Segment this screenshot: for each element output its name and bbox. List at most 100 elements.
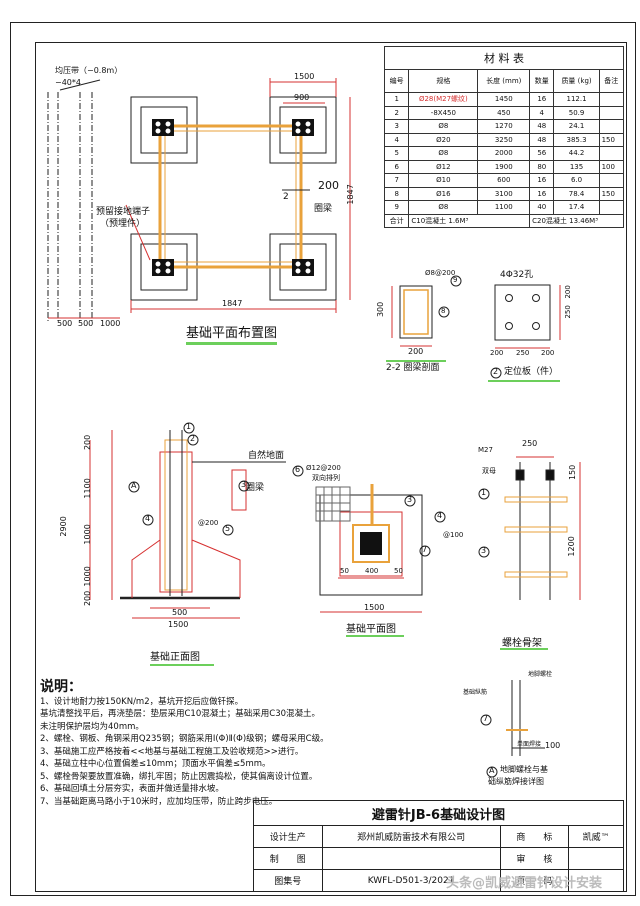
notes-block: 说明： 1、设计地耐力按150KN/m2，基坑开挖后应做钎探。 基坑清整找平后，…	[40, 680, 370, 808]
plan-dim-top: 1500	[294, 72, 315, 81]
note-line: 未注明保护层均为40mm。	[40, 721, 144, 732]
pad-tl	[130, 96, 198, 164]
elev-c5: 5	[225, 524, 231, 533]
plan-title: 基础平面布置图	[186, 326, 278, 345]
elev-ground: 自然地面	[248, 451, 285, 461]
mat-total-row: 合计 C10混凝土 1.6M³ C20混凝土 13.46M³	[383, 213, 624, 228]
detail-long-rebar: 基础纵筋	[463, 689, 488, 696]
fplan-c4: 4	[437, 511, 443, 520]
detail-num: 7	[483, 714, 489, 723]
note-line: 基坑清整找平后，再浇垫层：垫层采用C10混凝土；基础采用C30混凝土。	[40, 709, 321, 719]
note-line: 6、基础回填土分层夯实，表面并做适量排水坡。	[40, 784, 224, 794]
fplan-dim-50b: 50	[394, 567, 403, 575]
title-block: 避雷针JB-6基础设计图 设计生产 郑州凯威防雷技术有限公司 商 标 凯威™ 制…	[253, 800, 624, 892]
bolt-dim-1200: 1200	[566, 536, 576, 557]
detail-caption1: 地脚螺栓与基	[500, 765, 548, 774]
drawing-inner-frame	[35, 42, 627, 892]
plan-dim-200: 200	[318, 179, 339, 192]
sec22-rebar: Ø8@200	[425, 269, 456, 277]
fplan-rebar-sub: 双向排列	[312, 474, 340, 482]
plan-dim-bottom: 1847	[222, 299, 243, 308]
detail-anchor-bolt: 地脚螺栓	[528, 671, 553, 678]
mat-h-qty: 数量	[529, 69, 555, 93]
elev-dim-1500: 1500	[168, 620, 189, 629]
detail-caption2: 础纵筋焊接详图	[488, 777, 544, 786]
tb-review-label: 审 核	[499, 847, 570, 870]
bolt-c1: 1	[481, 488, 487, 497]
materials-title: 材 料 表	[384, 46, 624, 70]
ground-strip-spec: −40*4	[55, 78, 81, 87]
fplan-title: 基础平面图	[346, 624, 396, 635]
detail-cap-a: A	[489, 766, 495, 775]
plate-detail	[488, 284, 561, 382]
note-line: 2、螺栓、钢板、角钢采用Q235钢；钢筋采用Ⅰ(Φ)Ⅱ(Φ)级钢；螺母采用C级。	[40, 734, 329, 744]
plate-dim-b1: 200	[490, 349, 504, 357]
mat-h-no: 编号	[383, 69, 410, 93]
note-line: 1、设计地耐力按150KN/m2，基坑开挖后应做钎探。	[40, 696, 244, 707]
watermark: 头条@凯威避雷针设计安装	[446, 876, 603, 891]
elevation-view	[89, 422, 286, 666]
note-line: 5、螺栓骨架要放置准确，绑扎牢固；防止因震捣松，使其偏离设计位置。	[40, 771, 318, 782]
note-line: 3、基础施工应严格按着<<地基与基础工程施工及验收规范>>进行。	[40, 746, 304, 757]
detail-100: 100	[545, 741, 561, 750]
plate-holes: 4Φ32孔	[500, 270, 534, 280]
elev-dim-1100: 1100	[82, 478, 92, 499]
sec22-c8: 8	[441, 307, 446, 315]
bolt-title: 螺栓骨架	[502, 638, 542, 649]
tb-design-label: 设计生产	[253, 825, 323, 848]
bolt-nut: 双母	[482, 467, 496, 475]
elev-c1: 1	[186, 422, 192, 431]
plate-dim-b2: 250	[516, 349, 530, 357]
plate-dim-200r: 200	[563, 285, 572, 299]
fplan-c6: 6	[295, 465, 301, 474]
fplan-rebar2: @100	[443, 531, 464, 539]
elev-dim-500: 500	[172, 608, 188, 617]
sec22-title: 2-2 圈梁剖面	[386, 363, 440, 373]
bolt-c3: 3	[481, 546, 487, 555]
bolt-cage	[478, 456, 581, 650]
elev-rebar: @200	[198, 519, 219, 527]
plan-section-mark: 2	[283, 192, 289, 202]
note-line: 7、当基础距离马路小于10米时，应加均压带，防止跨步电压。	[40, 796, 278, 807]
plan-dim-side: 1847	[345, 184, 355, 205]
mat-h-spec: 规格	[408, 69, 479, 93]
sec22-dim-300: 300	[376, 301, 386, 318]
plan-dim-500a: 500	[57, 319, 73, 328]
ring-beam	[158, 124, 303, 269]
elev-dim-1000a: 1000	[82, 524, 92, 545]
fplan-dim-400: 400	[365, 567, 379, 575]
terminal-sub: （预埋件）	[100, 219, 146, 229]
fplan-rebar: Ø12@200	[306, 464, 341, 472]
plan-dim-500b: 500	[78, 319, 94, 328]
bolt-dim-150: 150	[568, 464, 578, 481]
mat-h-note: 备注	[598, 69, 625, 93]
pad-tr	[269, 96, 337, 164]
elev-dim-2900: 2900	[58, 516, 68, 537]
tb-draw-label: 制 图	[253, 847, 323, 870]
plan-beam-label: 圈梁	[314, 204, 333, 214]
plan-dim-1000: 1000	[100, 319, 121, 328]
detail-a	[480, 680, 545, 778]
drawing-title: 避雷针JB-6基础设计图	[253, 800, 624, 826]
bolt-dim-250: 250	[522, 439, 538, 448]
elev-c4: 4	[145, 514, 151, 523]
elev-title: 基础正面图	[150, 652, 200, 663]
tb-no-label: 图集号	[253, 869, 323, 892]
fplan-dim-50a: 50	[340, 567, 349, 575]
bolt-m27: M27	[478, 446, 493, 454]
note-line: 4、基础立柱中心位置偏差≤10mm；顶面水平偏差≤5mm。	[40, 759, 271, 769]
mat-h-len: 长度 (mm)	[477, 69, 531, 93]
detail-weld: 单面焊接	[517, 741, 542, 748]
plan-dim-inner: 900	[294, 93, 310, 102]
plate-dim-250r: 250	[563, 305, 572, 319]
terminal-label: 预留接地端子	[96, 207, 151, 217]
section-2-2	[386, 275, 462, 362]
fplan-c3: 3	[407, 495, 413, 504]
